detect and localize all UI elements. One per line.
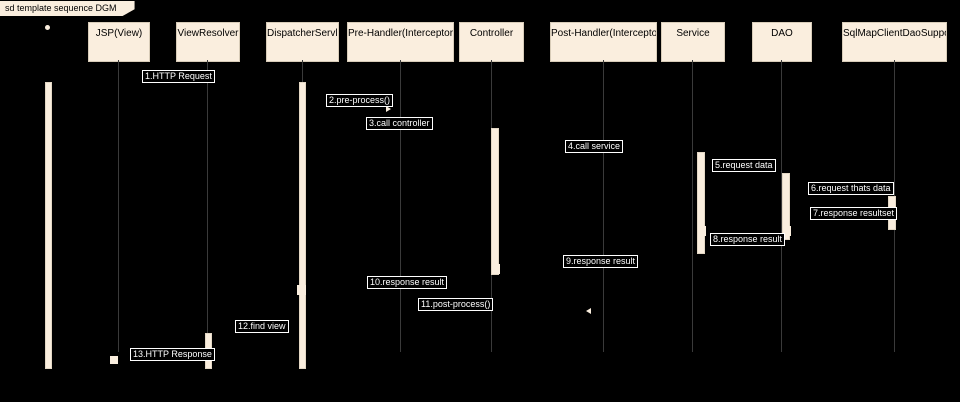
prehandler-activation[interactable] (697, 152, 705, 254)
message-label-2[interactable]: 2.pre-process() (326, 94, 394, 107)
lifeline-header-2[interactable]: DispatcherServlet (266, 22, 339, 62)
message-label-12[interactable]: 12.find view (235, 320, 289, 333)
message-label-10[interactable]: 10.response result (367, 276, 448, 289)
actor-return-square (110, 356, 118, 364)
lifeline-label: Controller (469, 28, 514, 39)
controller-return-square (783, 226, 791, 236)
lifeline-label: ViewResolver (177, 28, 239, 39)
message-label-13[interactable]: 13.HTTP Response (130, 348, 215, 361)
frame-title-tag: sd template sequence DGM (0, 1, 135, 16)
lifeline-label: Post-Handler(Interceptor) (551, 28, 657, 39)
controller-activation[interactable] (782, 173, 790, 240)
viewresolver-activation[interactable] (299, 82, 306, 369)
message-label-9[interactable]: 9.response result (563, 255, 639, 268)
lifeline-label: DAO (771, 28, 793, 39)
message-label-3[interactable]: 3.call controller (366, 117, 433, 130)
lifeline-stem-7 (781, 60, 782, 352)
lifeline-stem-5 (603, 60, 604, 352)
lifeline-header-7[interactable]: DAO (752, 22, 812, 62)
viewresolver-return-square (297, 285, 306, 295)
prehandler-return-square (698, 226, 706, 236)
lifeline-label: JSP(View) (95, 28, 143, 39)
message-label-5[interactable]: 5.request data (712, 159, 776, 172)
message-label-8[interactable]: 8.response result (710, 233, 786, 246)
lifeline-header-5[interactable]: Post-Handler(Interceptor) (550, 22, 657, 62)
lifeline-header-3[interactable]: Pre-Handler(Interceptor) (347, 22, 454, 62)
message-label-7[interactable]: 7.response resultset (810, 207, 898, 220)
arrow-pre-process (386, 106, 391, 112)
message-label-11[interactable]: 11.post-process() (418, 298, 494, 311)
actor-activation[interactable] (45, 82, 52, 369)
lifeline-stem-0 (118, 60, 119, 352)
lifeline-stem-3 (400, 60, 401, 352)
lifeline-label: DispatcherServlet (267, 28, 339, 39)
dispatcher-return-square (492, 264, 500, 274)
message-label-6[interactable]: 6.request thats data (808, 182, 894, 195)
lifeline-header-8[interactable]: SqlMapClientDaoSupport (842, 22, 947, 62)
lifeline-label: Pre-Handler(Interceptor) (348, 28, 454, 39)
message-label-1[interactable]: 1.HTTP Request (142, 70, 215, 83)
actor-head-icon (45, 25, 50, 30)
arrow-post-process (586, 308, 591, 314)
lifeline-header-4[interactable]: Controller (459, 22, 524, 62)
message-label-4[interactable]: 4.call service (565, 140, 624, 153)
lifeline-stem-1 (207, 60, 208, 352)
lifeline-header-0[interactable]: JSP(View) (88, 22, 150, 62)
lifeline-header-1[interactable]: ViewResolver (176, 22, 240, 62)
lifeline-stem-6 (692, 60, 693, 352)
dispatcher-activation[interactable] (491, 128, 499, 275)
lifeline-header-6[interactable]: Service (661, 22, 725, 62)
lifeline-label: SqlMapClientDaoSupport (843, 28, 947, 39)
lifeline-label: Service (676, 28, 710, 39)
